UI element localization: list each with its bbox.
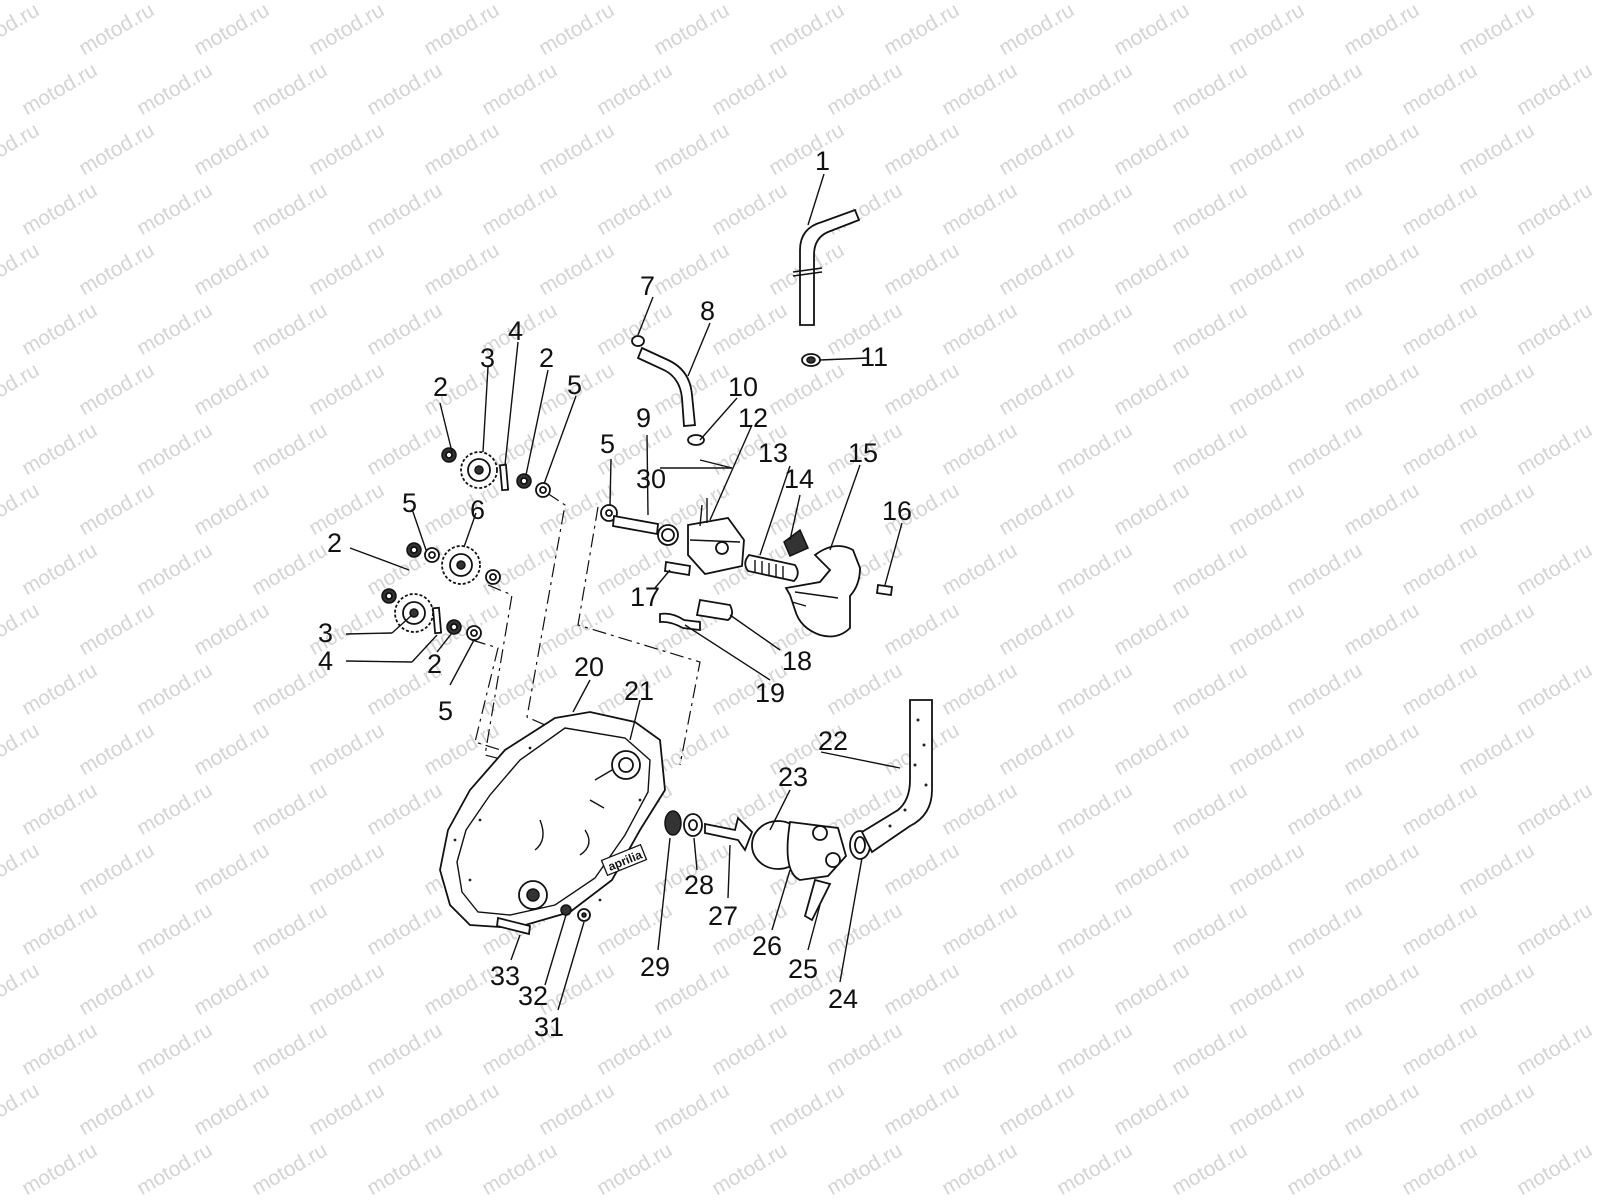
callout-3-a: 3	[480, 343, 495, 373]
callout-17: 17	[630, 582, 660, 612]
callout-26: 26	[752, 931, 782, 961]
callout-13: 13	[758, 438, 788, 468]
callout-4-a: 4	[508, 316, 523, 346]
callout-24: 24	[828, 984, 858, 1014]
callout-2-a: 2	[433, 372, 448, 402]
water-pump-assembly	[664, 810, 871, 922]
callout-30: 30	[636, 464, 666, 494]
callout-9: 9	[636, 403, 651, 433]
callout-2-b: 2	[539, 343, 554, 373]
leader-lines	[345, 173, 903, 1011]
callout-labels: 1 11 7 8 10 9 12 13 14 15 16 30 17 18 19…	[318, 146, 912, 1042]
callout-5-c: 5	[402, 488, 417, 518]
callout-1: 1	[815, 146, 830, 176]
callout-5-b: 5	[600, 429, 615, 459]
callout-18: 18	[782, 646, 812, 676]
callout-20: 20	[574, 652, 604, 682]
callout-27: 27	[708, 901, 738, 931]
callout-5-d: 5	[438, 696, 453, 726]
callout-19: 19	[755, 678, 785, 708]
callout-33: 33	[490, 961, 520, 991]
part-7-seal	[631, 335, 645, 347]
part-1-hose	[792, 208, 861, 326]
part-11-clamp	[801, 353, 821, 367]
callout-25: 25	[788, 954, 818, 984]
callout-15: 15	[848, 438, 878, 468]
callout-6: 6	[470, 495, 485, 525]
lower-gear-cluster	[381, 588, 482, 641]
callout-3-b: 3	[318, 618, 333, 648]
callout-22: 22	[818, 726, 848, 756]
oil-pump-assembly	[600, 498, 894, 638]
callout-7: 7	[640, 271, 655, 301]
callout-21: 21	[624, 676, 654, 706]
upper-gear-cluster	[441, 447, 551, 498]
callout-14: 14	[784, 464, 814, 494]
part-22-hose	[860, 699, 933, 854]
callout-31: 31	[534, 1012, 564, 1042]
callout-11: 11	[860, 342, 888, 372]
callout-29: 29	[640, 952, 670, 982]
callout-8: 8	[700, 296, 715, 326]
callout-4-b: 4	[318, 646, 333, 676]
callout-2-d: 2	[427, 649, 442, 679]
callout-12: 12	[738, 403, 768, 433]
part-8-hose	[636, 346, 696, 427]
part-20-cover: aprilia	[439, 711, 666, 929]
middle-gear-cluster	[406, 542, 501, 585]
callout-28: 28	[684, 870, 714, 900]
callout-5-a: 5	[567, 370, 582, 400]
callout-16: 16	[882, 496, 912, 526]
callout-32: 32	[518, 981, 548, 1011]
callout-2-c: 2	[327, 528, 342, 558]
cover-fasteners	[496, 904, 591, 936]
part-10-clip	[687, 434, 705, 446]
callout-10: 10	[728, 372, 758, 402]
callout-23: 23	[778, 762, 808, 792]
